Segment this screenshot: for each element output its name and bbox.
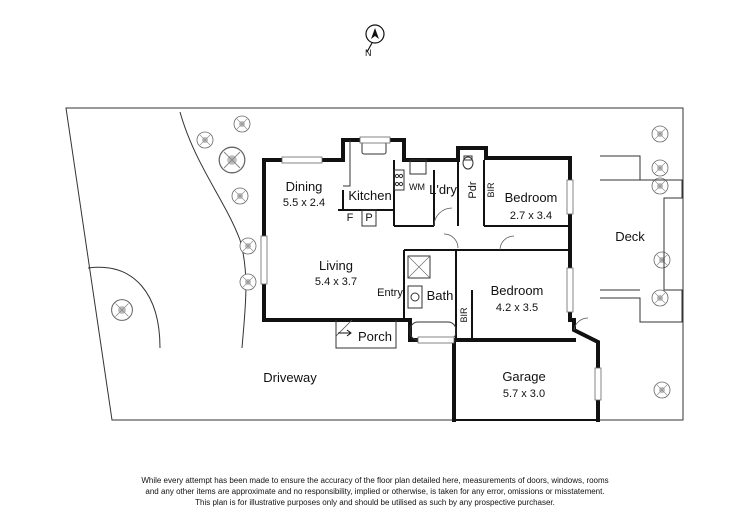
property-boundary bbox=[65, 107, 684, 421]
bedroom1-label: Bedroom bbox=[505, 190, 558, 205]
porch-outline bbox=[335, 320, 397, 349]
kitchen-label: Kitchen bbox=[348, 188, 391, 203]
bedroom1-dims: 2.7 x 3.4 bbox=[510, 210, 552, 222]
disclaimer-text: While every attempt has been made to ens… bbox=[75, 475, 675, 508]
living-dims: 5.4 x 3.7 bbox=[315, 276, 357, 288]
bir-bottom-label: BIR bbox=[459, 307, 469, 323]
laundry-fittings bbox=[409, 155, 474, 175]
porch-label: Porch bbox=[358, 329, 392, 344]
living-label: Living bbox=[319, 258, 353, 273]
garden-bed-curve bbox=[179, 111, 247, 349]
dining-label: Dining bbox=[286, 179, 323, 194]
kitchen-fittings bbox=[343, 140, 405, 227]
washing-machine-label: WM bbox=[409, 182, 425, 192]
internal-walls bbox=[338, 160, 570, 340]
pantry-label: P bbox=[365, 212, 372, 224]
powder-label: Pdr bbox=[467, 181, 479, 198]
bir-top-label: BIR bbox=[486, 182, 496, 198]
bedroom2-dims: 4.2 x 3.5 bbox=[496, 302, 538, 314]
disclaimer-line-3: This plan is for illustrative purposes o… bbox=[195, 498, 555, 507]
deck-label: Deck bbox=[615, 229, 645, 244]
fridge-label: F bbox=[347, 212, 354, 224]
bedroom2-label: Bedroom bbox=[491, 283, 544, 298]
deck-outline bbox=[600, 155, 683, 323]
bath-label: Bath bbox=[427, 288, 454, 303]
north-arrow-icon: N bbox=[365, 24, 385, 58]
disclaimer-line-1: While every attempt has been made to ens… bbox=[141, 476, 609, 485]
disclaimer-line-2: and any other items are approximate and … bbox=[145, 487, 605, 496]
driveway-label: Driveway bbox=[263, 370, 317, 385]
garage-dims: 5.7 x 3.0 bbox=[503, 388, 545, 400]
svg-text:N: N bbox=[365, 48, 372, 58]
garage-label: Garage bbox=[502, 369, 545, 384]
tree-icon bbox=[110, 115, 671, 399]
entry-label: Entry bbox=[377, 287, 403, 299]
windows bbox=[260, 136, 602, 401]
laundry-label: L'dry bbox=[429, 182, 457, 197]
dining-dims: 5.5 x 2.4 bbox=[283, 197, 325, 209]
garden-bed-curve-lower bbox=[87, 266, 161, 349]
